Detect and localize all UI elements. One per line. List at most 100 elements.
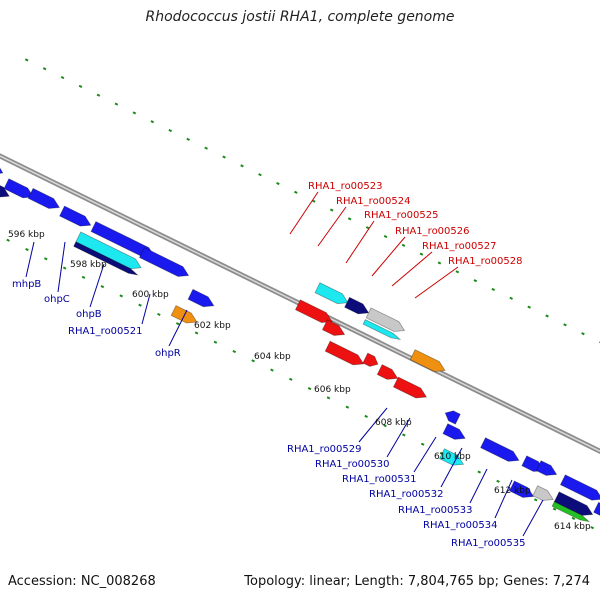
scale-label: 606 kbp bbox=[314, 385, 351, 395]
outer-tick-mark bbox=[329, 208, 334, 212]
inner-tick-mark bbox=[533, 498, 538, 502]
gene-arrow bbox=[0, 185, 10, 198]
outer-tick-mark bbox=[545, 314, 549, 318]
leader-line bbox=[414, 266, 459, 299]
gene-label: RHA1_ro00534 bbox=[423, 520, 498, 531]
gene-arrow bbox=[439, 448, 465, 466]
leader-line bbox=[289, 191, 319, 235]
label-leader-lines bbox=[25, 191, 544, 537]
outer-tick-mark bbox=[222, 155, 226, 159]
gene-label: RHA1_ro00525 bbox=[364, 210, 439, 221]
inner-tick-mark bbox=[345, 405, 350, 409]
outer-tick-mark bbox=[96, 93, 101, 97]
inner-tick-mark bbox=[175, 322, 180, 326]
outer-tick-mark bbox=[365, 226, 370, 230]
gene-arrow bbox=[138, 247, 190, 277]
inner-tick-mark bbox=[157, 312, 161, 316]
gene-features bbox=[0, 167, 600, 523]
gene-arrow bbox=[59, 205, 92, 227]
gene-arrow bbox=[444, 410, 461, 425]
gene-label: RHA1_ro00530 bbox=[315, 459, 390, 470]
outer-tick-mark bbox=[491, 287, 496, 292]
gene-arrow bbox=[376, 364, 399, 380]
outer-tick-mark bbox=[186, 137, 190, 141]
outer-tick-mark bbox=[24, 58, 29, 62]
outer-tick-mark bbox=[563, 323, 567, 327]
gene-arrow bbox=[27, 187, 61, 209]
leader-line bbox=[522, 499, 544, 537]
inner-tick-mark bbox=[100, 285, 105, 289]
gene-arrow bbox=[442, 423, 466, 440]
leader-line bbox=[440, 447, 463, 488]
outer-tick-mark bbox=[455, 270, 460, 274]
scale-label: 608 kbp bbox=[375, 418, 412, 428]
leader-line bbox=[371, 236, 406, 277]
inner-tick-mark bbox=[232, 349, 237, 354]
gene-arrow bbox=[73, 241, 139, 276]
outer-tick-mark bbox=[401, 243, 406, 247]
gene-label: RHA1_ro00529 bbox=[287, 444, 362, 455]
gene-arrow bbox=[532, 485, 554, 501]
inner-tick-mark bbox=[119, 294, 123, 298]
gene-label: ohpC bbox=[44, 294, 70, 305]
outer-tick-mark bbox=[581, 332, 585, 336]
inner-tick-mark bbox=[590, 526, 595, 530]
leader-line bbox=[317, 206, 347, 247]
leader-line bbox=[386, 417, 411, 458]
scale-label: 602 kbp bbox=[194, 321, 231, 331]
inner-tick-mark bbox=[6, 238, 10, 242]
leader-line bbox=[345, 220, 375, 264]
inner-tick-mark bbox=[81, 275, 86, 279]
gene-arrow bbox=[553, 491, 594, 516]
inner-tick-mark bbox=[138, 303, 142, 307]
inner-tick-mark bbox=[213, 340, 218, 344]
gene-arrow bbox=[3, 178, 35, 199]
scale-label: 614 kbp bbox=[554, 522, 591, 532]
outer-tick-mark bbox=[473, 279, 478, 283]
gene-arrow bbox=[314, 282, 349, 305]
inner-tick-mark bbox=[364, 414, 368, 418]
gene-arrow bbox=[362, 319, 402, 341]
gene-arrow bbox=[294, 299, 333, 323]
scale-label: 604 kbp bbox=[254, 352, 291, 362]
leader-line bbox=[57, 241, 66, 293]
gene-label: RHA1_ro00531 bbox=[342, 474, 417, 485]
gene-arrow bbox=[409, 349, 446, 372]
leader-line bbox=[25, 241, 35, 278]
gene-label: RHA1_ro00521 bbox=[68, 326, 143, 337]
inner-tick-mark bbox=[402, 433, 406, 437]
outer-tick-mark bbox=[383, 234, 388, 239]
gene-arrow bbox=[75, 231, 142, 270]
scale-label: 600 kbp bbox=[132, 290, 169, 300]
inner-tick-mark bbox=[270, 368, 274, 372]
outer-tick-mark bbox=[78, 84, 83, 88]
inner-tick-mark bbox=[62, 266, 67, 270]
inner-tick-mark bbox=[477, 470, 481, 474]
outer-tick-mark bbox=[509, 296, 513, 300]
gene-arrow bbox=[324, 340, 365, 366]
gene-arrow bbox=[344, 296, 370, 315]
gene-arrow bbox=[559, 474, 600, 501]
leader-line bbox=[89, 263, 105, 308]
outer-tick-mark bbox=[312, 199, 316, 203]
inner-tick-mark bbox=[194, 331, 199, 335]
map-title: Rhodococcus jostii RHA1, complete genome bbox=[145, 9, 455, 25]
outer-tick-mark bbox=[132, 111, 137, 115]
gene-arrow bbox=[480, 437, 520, 462]
scale-label: 598 kbp bbox=[70, 260, 107, 270]
gene-label: RHA1_ro00528 bbox=[448, 256, 523, 267]
scale-label: 596 kbp bbox=[8, 230, 45, 240]
outer-tick-mark bbox=[527, 305, 531, 309]
gene-arrow bbox=[365, 307, 406, 332]
inner-tick-mark bbox=[288, 377, 293, 381]
genome-summary-text: Topology: linear; Length: 7,804,765 bp; … bbox=[244, 574, 590, 589]
inner-tick-mark bbox=[552, 507, 557, 511]
outer-tick-mark bbox=[437, 261, 442, 265]
leader-line bbox=[358, 407, 388, 443]
outer-tick-mark bbox=[294, 190, 298, 194]
outer-tick-mark bbox=[258, 173, 262, 177]
gene-arrow bbox=[508, 480, 535, 498]
inner-tick-mark bbox=[420, 442, 425, 446]
inner-tick-mark bbox=[25, 247, 29, 252]
